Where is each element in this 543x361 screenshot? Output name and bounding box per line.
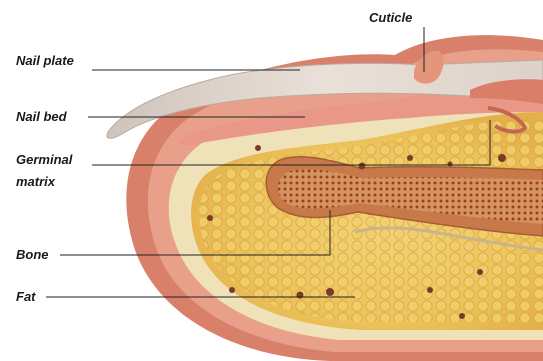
label-fat: Fat	[16, 289, 36, 304]
label-nail-plate: Nail plate	[16, 53, 74, 68]
label-matrix: matrix	[16, 174, 56, 189]
label-nail-bed: Nail bed	[16, 109, 68, 124]
label-germinal: Germinal	[16, 152, 73, 167]
label-bone: Bone	[16, 247, 49, 262]
label-cuticle: Cuticle	[369, 10, 412, 25]
